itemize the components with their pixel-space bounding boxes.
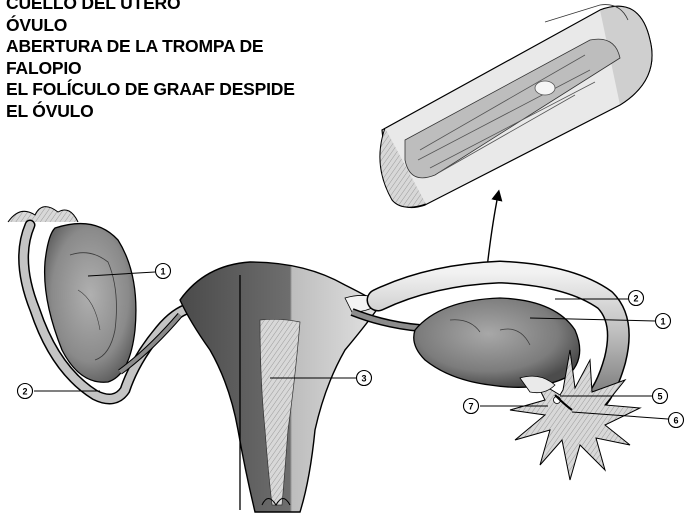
callout-1-left: 1 — [156, 264, 171, 279]
label-abertura-trompa: ABERTURA DE LA TROMPA DE — [6, 36, 295, 58]
svg-text:1: 1 — [660, 316, 665, 326]
callout-3: 3 — [357, 371, 372, 386]
label-foliculo-graaf: EL FOLÍCULO DE GRAAF DESPIDE — [6, 79, 295, 101]
left-ovary-group — [8, 207, 190, 399]
caption-labels: CUELLO DEL ÚTERO ÓVULO ABERTURA DE LA TR… — [6, 0, 295, 123]
tube-cross-section — [380, 5, 652, 208]
svg-text:2: 2 — [22, 386, 27, 396]
svg-text:5: 5 — [657, 391, 662, 401]
callout-5: 5 — [653, 389, 668, 404]
svg-text:1: 1 — [160, 266, 165, 276]
magnification-arrow — [487, 195, 498, 268]
callout-2-right: 2 — [629, 291, 644, 306]
label-el-ovulo: EL ÓVULO — [6, 101, 295, 123]
label-cuello-utero: CUELLO DEL ÚTERO — [6, 0, 295, 15]
label-ovulo: ÓVULO — [6, 15, 295, 37]
svg-text:3: 3 — [361, 373, 366, 383]
svg-text:6: 6 — [673, 415, 678, 425]
svg-text:2: 2 — [633, 293, 638, 303]
svg-text:7: 7 — [468, 401, 473, 411]
uterus — [180, 262, 382, 512]
callout-6: 6 — [669, 413, 684, 428]
right-ovary — [414, 298, 580, 387]
callout-1-right: 1 — [656, 314, 671, 329]
label-falopio: FALOPIO — [6, 58, 295, 80]
callout-7: 7 — [464, 399, 479, 414]
callout-2-left: 2 — [18, 384, 33, 399]
